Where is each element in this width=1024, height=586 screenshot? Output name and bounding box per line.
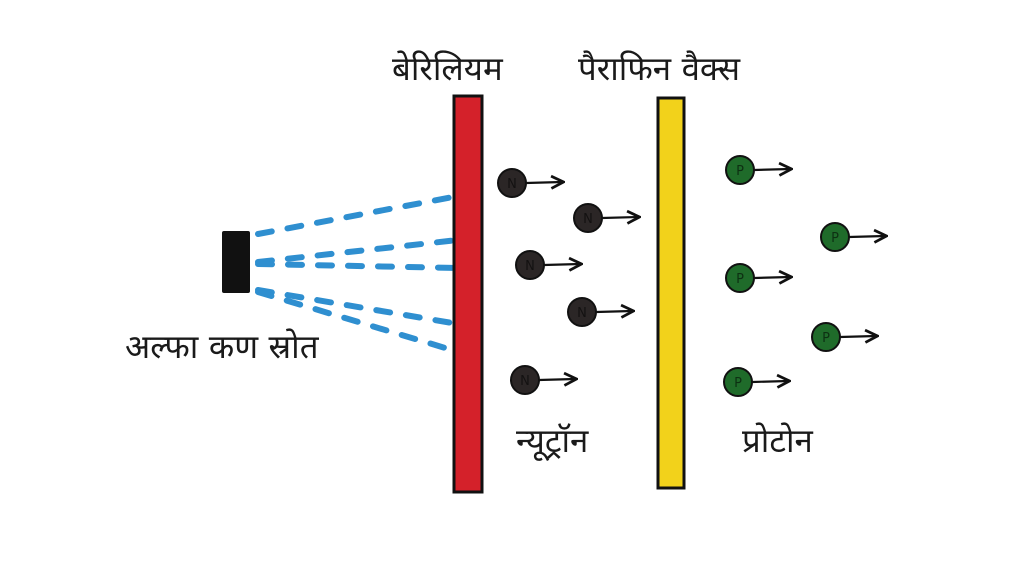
proton-particle-arrow xyxy=(839,336,876,337)
proton-particle-arrow xyxy=(751,381,788,382)
proton-particle-letter: P xyxy=(822,331,830,346)
neutron-label: न्यूट्रॉन xyxy=(516,421,589,460)
alpha-ray xyxy=(255,289,455,353)
neutron-particle: N xyxy=(515,250,580,280)
alpha-rays xyxy=(255,193,461,353)
proton-particle-arrow xyxy=(753,277,790,278)
beryllium-plate xyxy=(452,94,484,494)
neutron-particle: N xyxy=(567,297,632,327)
beryllium-label: बेरिलियम xyxy=(392,49,503,88)
neutron-particle: N xyxy=(510,365,575,395)
neutron-particle-letter: N xyxy=(577,306,587,321)
protons-group: P P P P P xyxy=(723,155,885,397)
alpha-ray xyxy=(255,261,461,271)
proton-particle-letter: P xyxy=(736,272,744,287)
neutron-particle-letter: N xyxy=(520,374,530,389)
neutron-particle-arrow xyxy=(525,182,562,183)
proton-label: प्रोटोन xyxy=(742,421,813,460)
neutron-particle-letter: N xyxy=(525,259,535,274)
proton-particle-letter: P xyxy=(831,231,839,246)
proton-particle-arrow xyxy=(753,169,790,170)
proton-particle: P xyxy=(725,263,790,293)
neutron-particle-arrow xyxy=(538,379,575,380)
proton-particle-letter: P xyxy=(734,376,742,391)
proton-particle-letter: P xyxy=(736,164,744,179)
neutrons-group: N N N N N xyxy=(497,168,638,395)
neutron-particle-arrow xyxy=(543,264,580,265)
alpha-ray xyxy=(255,193,461,237)
neutron-particle: N xyxy=(573,203,638,233)
paraffin-wax-plate xyxy=(656,96,686,490)
neutron-particle: N xyxy=(497,168,562,198)
proton-particle: P xyxy=(811,322,876,352)
neutron-particle-arrow xyxy=(595,311,632,312)
paraffin-wax-label: पैराफिन वैक्स xyxy=(578,49,741,88)
alpha-source-label: अल्फा कण स्रोत xyxy=(125,327,319,366)
alpha-ray xyxy=(255,287,461,327)
alpha-ray xyxy=(255,237,461,265)
neutron-particle-arrow xyxy=(601,217,638,218)
proton-particle: P xyxy=(723,367,788,397)
proton-particle: P xyxy=(725,155,790,185)
neutron-particle-letter: N xyxy=(507,177,517,192)
proton-particle: P xyxy=(820,222,885,252)
alpha-source-block xyxy=(222,231,250,293)
neutron-particle-letter: N xyxy=(583,212,593,227)
proton-particle-arrow xyxy=(848,236,885,237)
